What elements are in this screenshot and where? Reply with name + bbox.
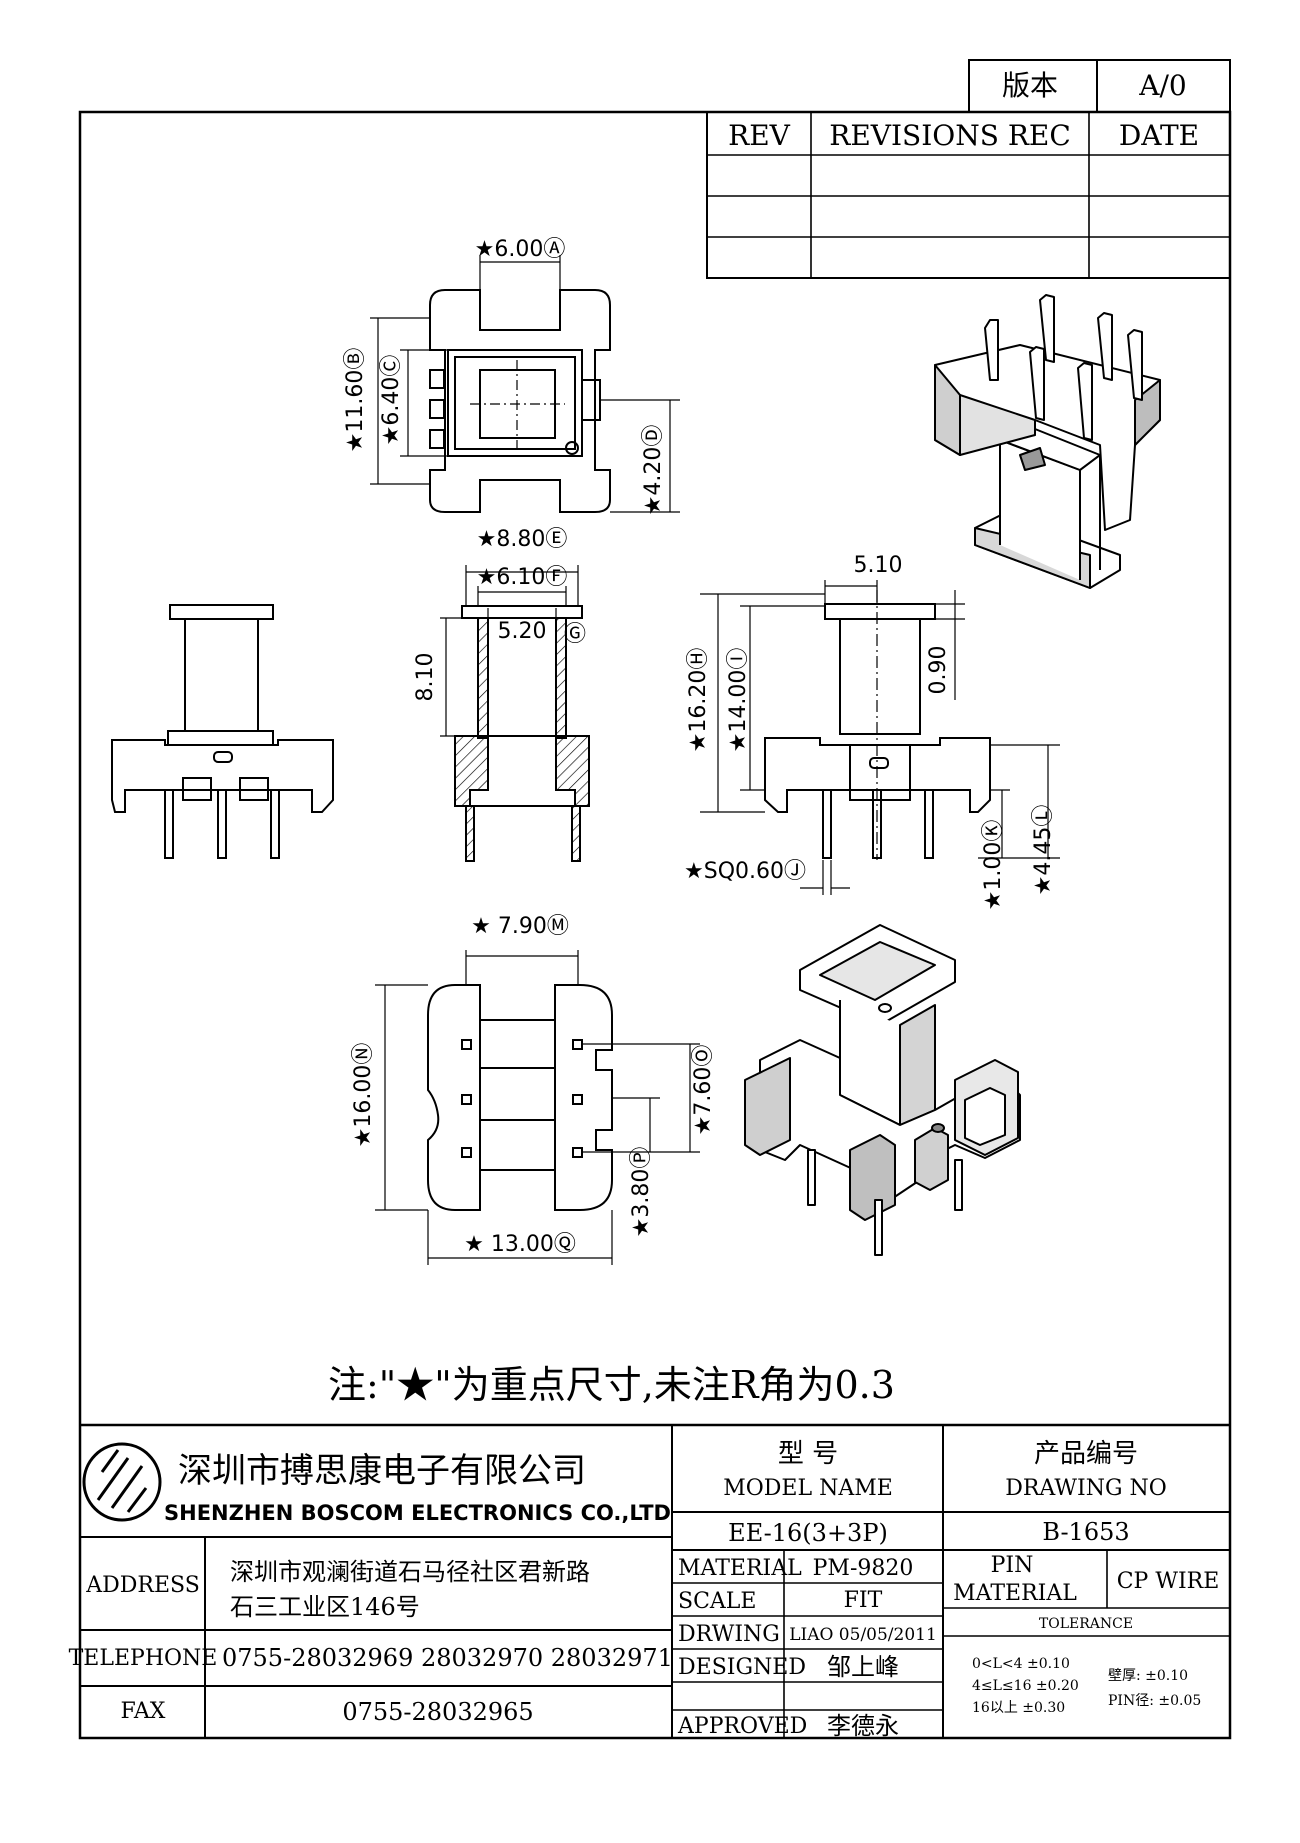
designed-label: DESIGNED <box>678 1655 806 1680</box>
dim-bottom-width-top: ★ 7.90Ⓜ <box>471 914 569 939</box>
address-line2: 石三工业区146号 <box>230 1593 420 1621</box>
company-logo <box>82 1442 162 1522</box>
drawing-label: DRWING <box>678 1622 780 1647</box>
dim-right-height-mid: ★14.00Ⓘ <box>726 648 751 753</box>
dim-bottom-pitch-a: ★7.60Ⓞ <box>691 1045 716 1136</box>
date-header: DATE <box>1119 119 1199 152</box>
dim-right-height-total: ★16.20Ⓗ <box>686 648 711 753</box>
tolerance-wall: 壁厚: ±0.10 <box>1108 1668 1188 1684</box>
revision-table: REV REVISIONS REC DATE <box>706 111 1231 279</box>
designed-value: 邹上峰 <box>827 1653 899 1681</box>
scale-label: SCALE <box>678 1589 756 1614</box>
model-label-en: MODEL NAME <box>723 1476 893 1501</box>
address-line1: 深圳市观澜街道石马径社区君新路 <box>230 1558 590 1586</box>
revisions-rec-header: REVISIONS REC <box>829 119 1071 152</box>
dim-top-height-outer: ★11.60Ⓑ <box>343 348 368 453</box>
right-side-view <box>700 580 1060 895</box>
dim-bottom-height: ★16.00Ⓝ <box>351 1043 376 1148</box>
sheet-border <box>78 110 1232 1740</box>
dim-right-flange: 0.90 <box>926 646 951 695</box>
drawing-no-label-cn: 产品编号 <box>1034 1439 1138 1469</box>
telephone-label: TELEPHONE <box>69 1646 218 1671</box>
dim-right-pin-low: ★1.00Ⓚ <box>981 820 1006 911</box>
left-side-view <box>111 604 334 859</box>
model-value: EE-16(3+3P) <box>728 1519 888 1547</box>
pin-material-value: CP WIRE <box>1117 1569 1220 1594</box>
material-label: MATERIAL <box>678 1556 802 1581</box>
drawing-no-label-en: DRAWING NO <box>1005 1476 1167 1501</box>
pin-material-label-1: PIN <box>991 1553 1034 1578</box>
iso-view-top <box>934 294 1161 589</box>
version-box: 版本 A/0 <box>968 59 1231 113</box>
company-name-cn: 深圳市搏思康电子有限公司 <box>178 1451 586 1491</box>
drawing-value: LIAO 05/05/2011 <box>789 1625 937 1645</box>
telephone-value: 0755-28032969 28032970 28032971 <box>222 1644 673 1672</box>
tolerance-row-2: 4≤L≤16 ±0.20 <box>972 1678 1079 1694</box>
version-label: 版本 <box>1002 69 1058 102</box>
dim-right-width: 5.10 <box>854 553 903 578</box>
tolerance-row-3: 16以上 ±0.30 <box>972 1700 1065 1716</box>
iso-view-bottom <box>744 924 1021 1256</box>
dim-side-width-outer: ★8.80Ⓔ <box>477 527 568 552</box>
tolerance-label: TOLERANCE <box>1039 1616 1133 1632</box>
top-view <box>370 255 680 513</box>
dim-side-width-mid: ★6.10Ⓕ <box>477 565 568 590</box>
tolerance-row-1: 0<L<4 ±0.10 <box>972 1656 1070 1672</box>
dim-side-height: 8.10 <box>413 653 438 702</box>
section-view <box>440 565 590 862</box>
dim-top-offset: ★4.20Ⓓ <box>641 425 666 516</box>
approved-label: APPROVED <box>677 1714 807 1739</box>
tolerance-pin: PIN径: ±0.05 <box>1108 1693 1201 1709</box>
dim-side-width-inner: 5.20 <box>498 619 547 644</box>
material-value: PM-9820 <box>813 1556 914 1581</box>
address-label: ADDRESS <box>85 1573 200 1598</box>
model-label-cn: 型 号 <box>778 1439 838 1469</box>
company-name-en: SHENZHEN BOSCOM ELECTRONICS CO.,LTD <box>164 1501 671 1525</box>
dim-right-pin-high: ★4.45Ⓛ <box>1031 805 1056 896</box>
dim-bottom-pitch-b: ★3.80Ⓟ <box>629 1147 654 1238</box>
fax-value: 0755-28032965 <box>342 1698 533 1726</box>
scale-value: FIT <box>844 1588 883 1613</box>
dim-pin-size: ★SQ0.60Ⓙ <box>684 859 806 884</box>
drawing-no-value: B-1653 <box>1042 1518 1129 1546</box>
pin-material-label-2: MATERIAL <box>953 1581 1077 1606</box>
bottom-view <box>375 950 700 1265</box>
dim-top-width: ★6.00Ⓐ <box>475 237 566 262</box>
approved-value: 李德永 <box>827 1712 899 1740</box>
dim-bottom-width: ★ 13.00Ⓠ <box>464 1232 576 1257</box>
dim-top-height-inner: ★6.40Ⓒ <box>379 355 404 446</box>
version-value: A/0 <box>1138 69 1186 102</box>
fax-label: FAX <box>121 1699 166 1724</box>
rev-header: REV <box>728 119 791 152</box>
note-text: 注:"★"为重点尺寸,未注R角为0.3 <box>328 1363 895 1407</box>
title-block-lines <box>80 1423 1230 1738</box>
dim-side-inner-mark: Ⓖ <box>564 622 586 647</box>
